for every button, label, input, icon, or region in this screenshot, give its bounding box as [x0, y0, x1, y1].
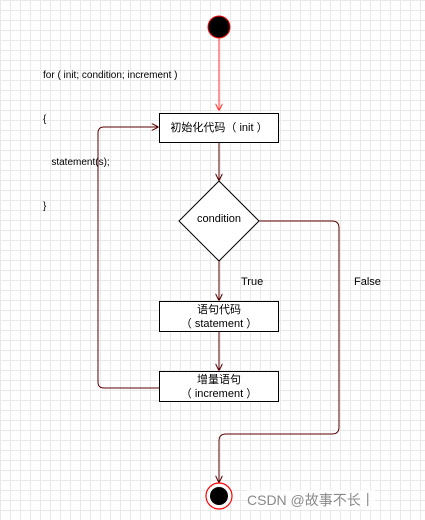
code-snippet: for ( init; condition; increment ) { sta… [43, 40, 178, 229]
code-line: statement(s); [43, 157, 110, 168]
edge-condition-false [219, 220, 340, 482]
init-box: 初始化代码（ init ） [159, 113, 279, 143]
init-label: 初始化代码（ init ） [170, 122, 268, 134]
statement-box: 语句代码 （ statement ） [159, 301, 279, 332]
end-node-inner [210, 487, 228, 505]
start-node [207, 15, 231, 39]
code-line: } [43, 200, 47, 212]
increment-sublabel: （ increment ） [180, 387, 258, 400]
statement-sublabel: （ statement ） [180, 317, 258, 330]
code-line: { [43, 113, 47, 125]
edge-increment-loop-back [97, 127, 159, 389]
condition-label: condition [196, 213, 242, 225]
true-label: True [241, 276, 264, 288]
increment-label: 增量语句 [197, 373, 241, 386]
false-label: False [354, 276, 381, 288]
watermark: CSDN @故事不长丨 [247, 490, 375, 510]
increment-box: 增量语句 （ increment ） [159, 371, 279, 402]
statement-label: 语句代码 [197, 303, 241, 316]
code-line: for ( init; condition; increment ) [43, 70, 178, 81]
